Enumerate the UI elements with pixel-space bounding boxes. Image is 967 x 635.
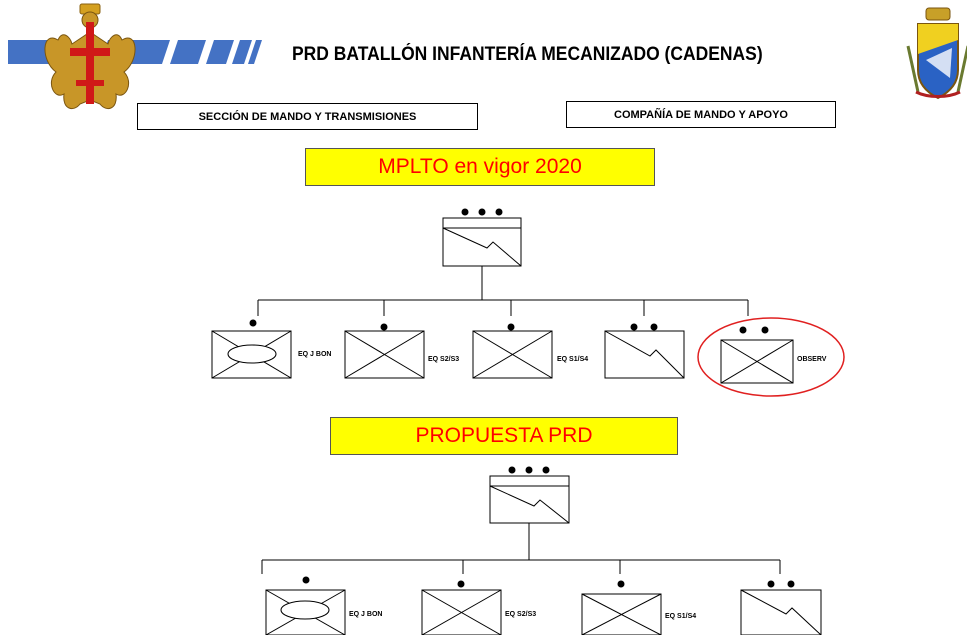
- mplto-unit-eq-j-bon-symbol: [211, 330, 292, 379]
- mplto-unit-signal-symbol: [604, 330, 685, 379]
- mplto-unit-eq-s1-s4-symbol: [472, 330, 553, 379]
- mplto-unit-label: EQ J BON: [298, 351, 332, 358]
- propuesta-hq-unit-symbol: [489, 475, 570, 524]
- propuesta-unit-signal-symbol: [740, 589, 822, 635]
- shield-emblem-icon: [906, 7, 967, 100]
- mplto-title: MPLTO en vigor 2020: [305, 148, 655, 186]
- observ-highlight-circle: [697, 317, 845, 397]
- propuesta-unit-eq-s2-s3-symbol: [421, 589, 502, 635]
- page-title: PRD BATALLÓN INFANTERÍA MECANIZADO (CADE…: [292, 44, 763, 65]
- compania-label: COMPAÑÍA DE MANDO Y APOYO: [566, 101, 836, 128]
- eagle-emblem-icon: [44, 3, 136, 110]
- propuesta-tree: [261, 466, 822, 635]
- mplto-tree: [211, 208, 845, 397]
- mplto-unit-label: EQ S1/S4: [557, 356, 589, 363]
- propuesta-unit-eq-s1-s4-symbol: [581, 593, 662, 635]
- propuesta-unit-label: EQ S1/S4: [665, 613, 697, 620]
- propuesta-unit-eq-j-bon-symbol: [265, 589, 346, 635]
- propuesta-title: PROPUESTA PRD: [330, 417, 678, 455]
- mplto-unit-eq-s2-s3-symbol: [344, 330, 425, 379]
- mplto-unit-observ-symbol: [720, 339, 794, 384]
- mplto-hq-unit-symbol: [442, 217, 522, 267]
- mplto-unit-label: EQ S2/S3: [428, 356, 460, 363]
- seccion-label: SECCIÓN DE MANDO Y TRANSMISIONES: [137, 103, 478, 130]
- propuesta-unit-label: EQ J BON: [349, 611, 383, 618]
- propuesta-unit-label: EQ S2/S3: [505, 611, 537, 618]
- mplto-unit-label: OBSERV: [797, 356, 827, 363]
